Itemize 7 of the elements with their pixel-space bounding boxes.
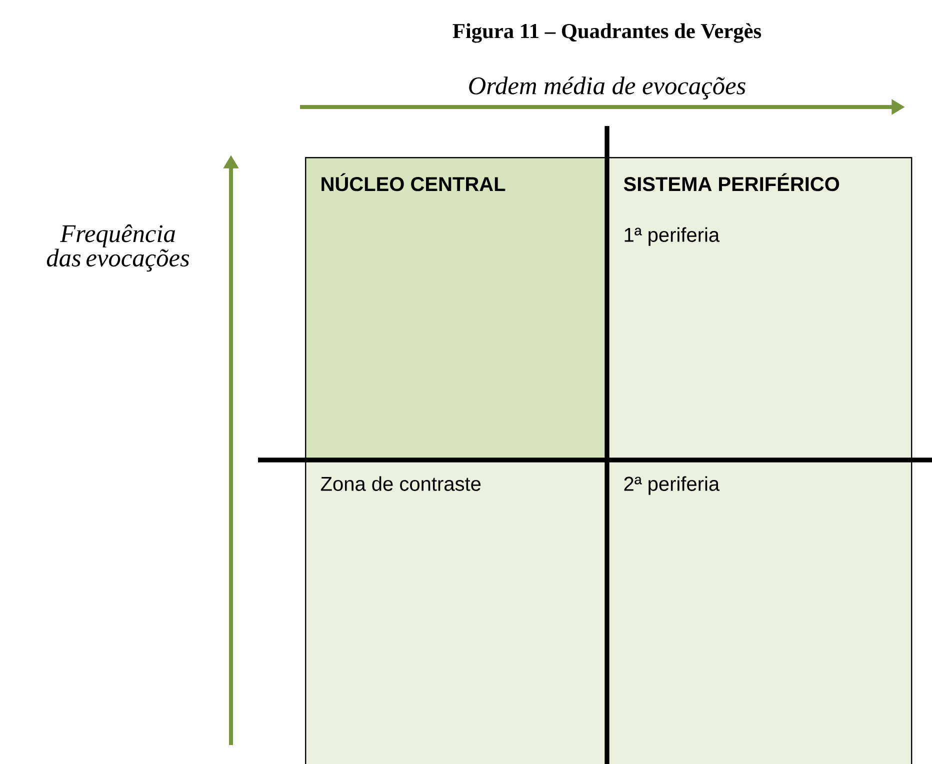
axis-label: Frequência das evocações (46, 224, 190, 272)
quadrant-box: NÚCLEO CENTRAL (305, 157, 608, 462)
axis-label: Ordem média de evocações (469, 76, 746, 100)
quadrant-box: Zona de contraste (305, 460, 608, 764)
quadrant-box: SISTEMA PERIFÉRICO 1ª periferia (607, 157, 912, 462)
figure-title: Figura 11 – Quadrantes de Vergès (452, 23, 762, 43)
quadrant-box: 2ª periferia (607, 460, 912, 764)
